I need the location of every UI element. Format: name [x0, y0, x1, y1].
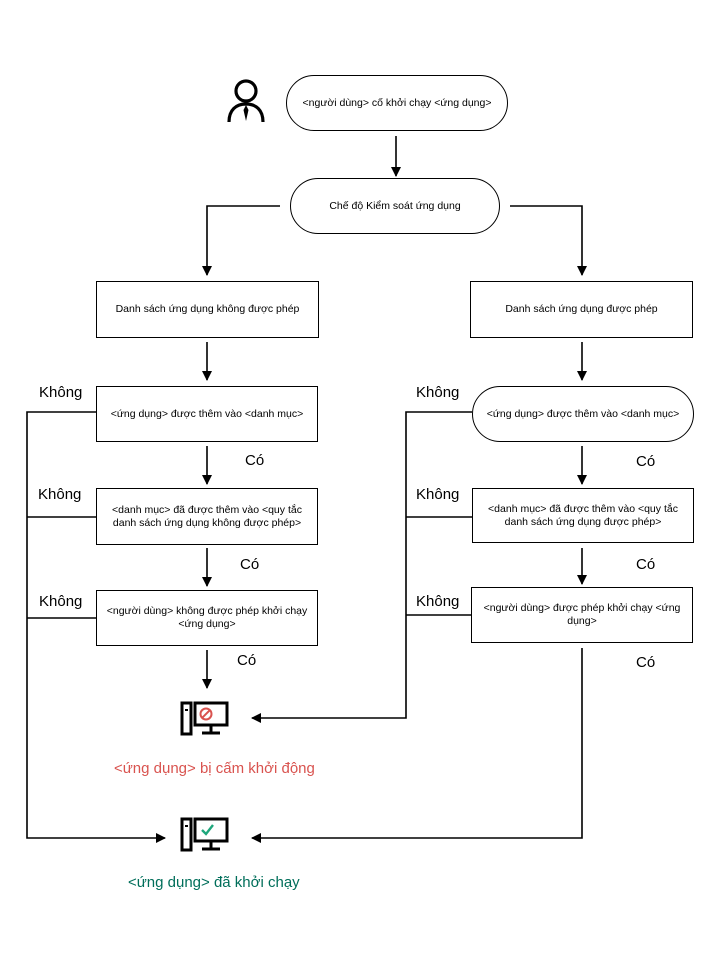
start-node: <người dùng> cố khởi chạy <ứng dụng> [286, 75, 508, 131]
edge-right-no-q1 [251, 411, 472, 723]
label-right-yes-2: Có [636, 556, 656, 573]
label-right-yes-3: Có [636, 654, 656, 671]
computer-allowed-icon [180, 817, 229, 852]
label-left-yes-3: Có [237, 652, 257, 669]
deny-list-node: Danh sách ứng dụng không được phép [96, 281, 319, 338]
app-control-mode-node: Chế độ Kiểm soát ứng dụng [290, 178, 500, 234]
right-question-user-allowed: <người dùng> được phép khởi chạy <ứng dụ… [471, 587, 693, 643]
right-question-app-in-category: <ứng dụng> được thêm vào <danh mục> [472, 386, 694, 442]
edge-mode-allowlist [510, 205, 587, 276]
user-icon [227, 79, 265, 123]
label-right-no-1: Không [416, 384, 460, 401]
label-left-yes-2: Có [240, 556, 260, 573]
outcome-blocked-text: <ứng dụng> bị cấm khởi động [114, 760, 315, 777]
allow-list-node: Danh sách ứng dụng được phép [470, 281, 693, 338]
outcome-launched-text: <ứng dụng> đã khởi chạy [128, 874, 300, 891]
left-question-category-in-rule: <danh mục> đã được thêm vào <quy tắc dan… [96, 488, 318, 545]
label-right-no-3: Không [416, 593, 460, 610]
label-left-no-3: Không [39, 593, 83, 610]
label-right-no-2: Không [416, 486, 460, 503]
left-question-app-in-category: <ứng dụng> được thêm vào <danh mục> [96, 386, 318, 442]
right-question-category-in-rule: <danh mục> đã được thêm vào <quy tắc dan… [472, 488, 694, 543]
computer-blocked-icon [180, 701, 229, 736]
left-question-user-not-allowed: <người dùng> không được phép khởi chạy <… [96, 590, 318, 646]
label-left-no-1: Không [39, 384, 83, 401]
edge-left-no-q1 [26, 411, 166, 843]
label-left-no-2: Không [38, 486, 82, 503]
edge-mode-denylist [202, 205, 280, 276]
label-left-yes-1: Có [245, 452, 265, 469]
label-right-yes-1: Có [636, 453, 656, 470]
edge-rq3-launched [251, 648, 583, 843]
